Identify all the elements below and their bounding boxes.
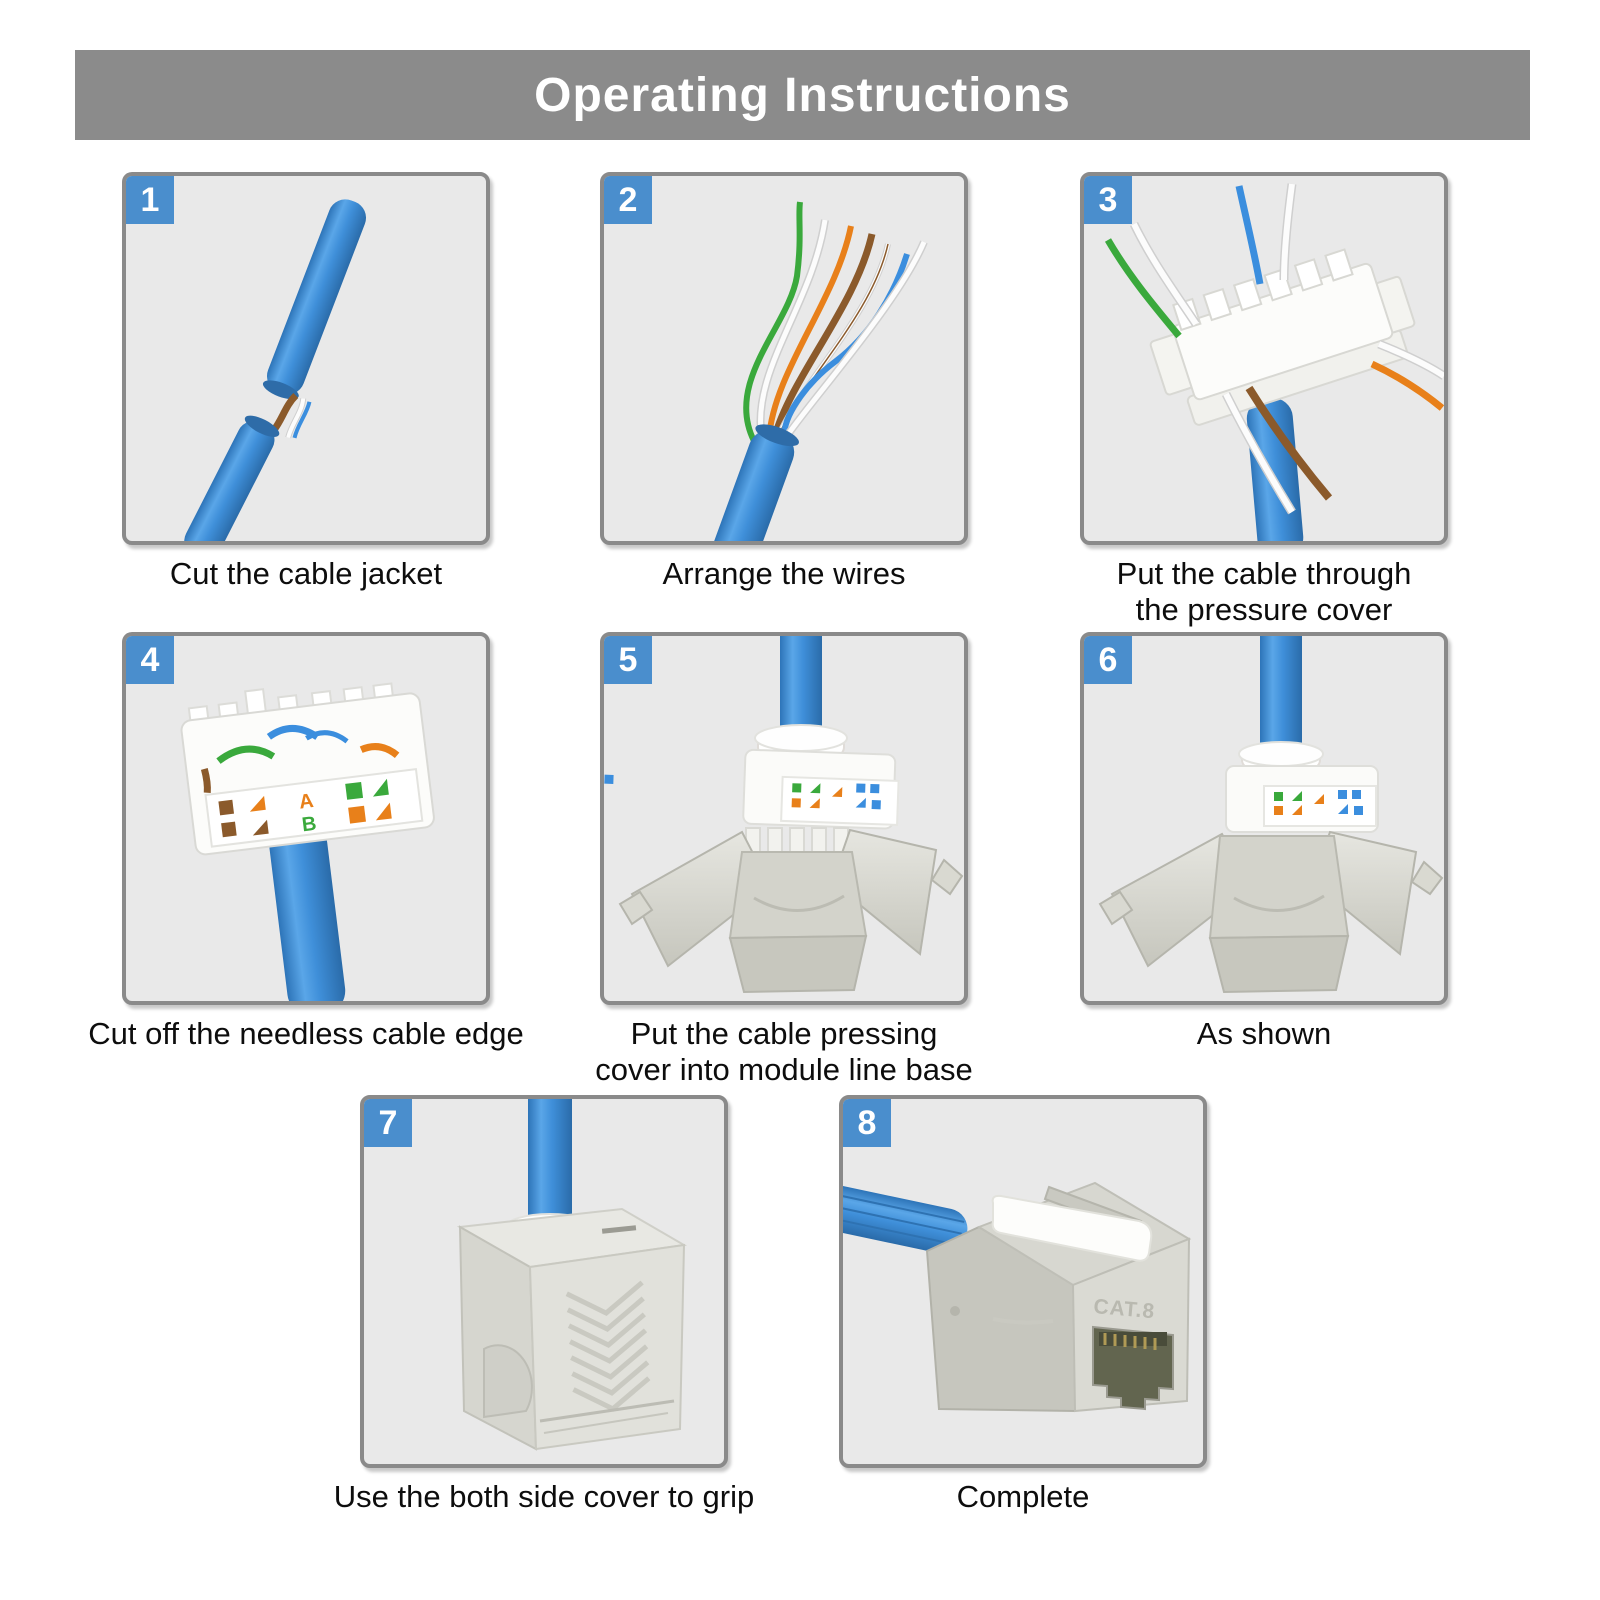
cable-jacket — [712, 424, 799, 541]
orange-wire — [359, 743, 400, 759]
cable — [1246, 397, 1304, 541]
cable-through-pressure-cover-illustration — [1104, 183, 1444, 541]
cable — [528, 1099, 572, 1231]
white-latch — [991, 1194, 1153, 1262]
orange-wire — [766, 225, 854, 439]
pressing-cover-above-module-base-illustration — [604, 636, 964, 994]
finished-keystone-jack-illustration: CAT.8 — [843, 1181, 1192, 1413]
step-5-number-badge: 5 — [604, 636, 652, 684]
step-2-image-panel: 2 — [600, 172, 968, 545]
page-title: Operating Instructions — [534, 68, 1071, 122]
pressure-cover — [1149, 248, 1416, 426]
wiring-label — [204, 768, 424, 848]
step-2-number-badge: 2 — [604, 176, 652, 224]
green-wire — [743, 201, 803, 443]
step-8: 8 CAT.8 — [839, 1095, 1207, 1514]
step-6: 6 — [1080, 632, 1448, 1051]
step-2: 2 Arrange the wires — [600, 172, 968, 591]
step-2-caption: Arrange the wires — [662, 556, 906, 591]
step-1-image-panel: 1 — [122, 172, 490, 545]
step-6-image-panel: 6 — [1080, 632, 1448, 1005]
step-4-image-panel: 4 — [122, 632, 490, 1005]
step-8-caption: Complete — [956, 1479, 1090, 1514]
grip-tab — [483, 1344, 533, 1419]
blue-wire — [781, 253, 910, 435]
step-1-number-badge: 1 — [126, 176, 174, 224]
brown-wire — [200, 768, 211, 794]
module-line-base — [1098, 830, 1444, 994]
blue-wire — [1235, 185, 1264, 285]
step-5-caption: Put the cable pressing cover into module… — [595, 1016, 973, 1087]
step-3-number-badge: 3 — [1084, 176, 1132, 224]
orange-wire — [1370, 360, 1444, 411]
pressing-cover-seated-in-module-base-illustration — [1098, 636, 1444, 994]
step-1-caption: Cut the cable jacket — [169, 556, 443, 591]
step-3-image-panel: 3 — [1080, 172, 1448, 545]
pressure-cover: A B — [180, 682, 435, 856]
title-bar: Operating Instructions — [75, 50, 1530, 140]
step-7: 7 — [334, 1095, 754, 1514]
rj45-port — [1092, 1325, 1174, 1411]
keystone-jack: CAT.8 — [925, 1181, 1192, 1413]
chevron-pattern — [565, 1280, 651, 1412]
step-5: 5 — [595, 632, 973, 1087]
green-wire — [216, 745, 276, 764]
wiring-a-label: A — [298, 790, 315, 814]
wiring-b-label: B — [301, 813, 318, 837]
step-7-number-badge: 7 — [364, 1099, 412, 1147]
module-line-base — [618, 828, 964, 994]
white-wire — [758, 219, 828, 440]
step-6-caption: As shown — [1196, 1016, 1332, 1051]
step-1: 1 Cut the cable jacket — [122, 172, 490, 591]
step-4-caption: Cut off the needless cable edge — [88, 1016, 524, 1051]
closed-module-with-side-covers-illustration — [456, 1099, 687, 1451]
cable — [843, 1182, 968, 1255]
green-wire — [1104, 238, 1182, 339]
pressing-cover — [604, 748, 900, 830]
step-4: 4 — [88, 632, 524, 1051]
cover-collar — [1238, 741, 1324, 767]
brown-wire — [1245, 385, 1333, 501]
cable-with-fanned-wires-illustration — [712, 201, 928, 541]
pressing-cover — [1225, 765, 1379, 833]
step-6-number-badge: 6 — [1084, 636, 1132, 684]
step-8-number-badge: 8 — [843, 1099, 891, 1147]
step-7-image-panel: 7 — [360, 1095, 728, 1468]
step-7-caption: Use the both side cover to grip — [333, 1479, 755, 1514]
step-5-image-panel: 5 — [600, 632, 968, 1005]
step-8-image-panel: 8 CAT.8 — [839, 1095, 1207, 1468]
step-3-caption: Put the cable through the pressure cover — [1116, 556, 1412, 627]
step-3: 3 — [1080, 172, 1448, 627]
brown-wire — [771, 233, 876, 437]
cable — [1260, 636, 1302, 758]
cat8-marking: CAT.8 — [1093, 1295, 1157, 1323]
cut-cable — [184, 199, 367, 541]
color-code-label — [780, 775, 900, 826]
cover-collar — [754, 724, 848, 752]
cable-with-cut-jacket-illustration — [184, 199, 367, 541]
closed-module — [456, 1207, 687, 1451]
spring-detent — [950, 1306, 960, 1316]
cable — [269, 820, 346, 1001]
step-4-number-badge: 4 — [126, 636, 174, 684]
pressure-cover-with-trimmed-wires-illustration: A B — [180, 682, 435, 1001]
